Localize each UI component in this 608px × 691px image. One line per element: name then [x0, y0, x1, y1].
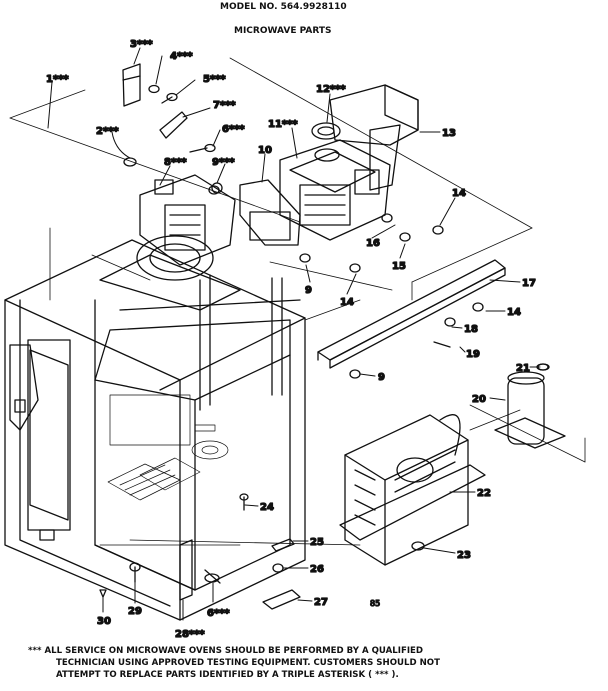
callout-23: 23: [457, 550, 471, 561]
waveguide-cover: [329, 84, 419, 191]
callout-2: 2***: [96, 126, 119, 137]
callout-11: 11***: [268, 119, 298, 130]
callout-14a: 14: [452, 188, 466, 199]
callout-14c: 14: [507, 307, 521, 318]
callout-15: 15: [392, 261, 406, 272]
callout-14b: 14: [340, 297, 354, 308]
hardware: [99, 84, 549, 610]
callout-1: 1***: [46, 74, 69, 85]
callout-27: 27: [314, 597, 328, 608]
callout-26: 26: [310, 564, 324, 575]
capacitor: [494, 363, 566, 449]
callout-9b: 9: [305, 285, 312, 296]
cavity-details: [107, 394, 229, 501]
leader-lines: [47, 47, 541, 621]
callout-9: 9***: [212, 157, 235, 168]
cross-rail: [317, 259, 506, 369]
bracket-7: [159, 111, 188, 139]
callout-30: 30: [97, 616, 111, 627]
callout-25: 25: [310, 537, 324, 548]
callout-6b: 6***: [207, 608, 230, 619]
warning-line-2: TECHNICIAN USING APPROVED TESTING EQUIPM…: [56, 658, 440, 668]
callout-4: 4***: [170, 51, 193, 62]
callout-22: 22: [477, 488, 491, 499]
callout-9c: 9: [378, 372, 385, 383]
callout-28: 28***: [175, 629, 205, 640]
callout-6: 6***: [222, 124, 245, 135]
callout-24: 24: [260, 502, 274, 513]
callout-7: 7***: [213, 100, 236, 111]
diagram-subtitle: MICROWAVE PARTS: [234, 26, 332, 36]
bracket-3: [122, 63, 141, 107]
reference-lines: [9, 57, 586, 546]
air-duct: [239, 179, 301, 246]
callout-5: 5***: [203, 74, 226, 85]
warning-line-3: ATTEMPT TO REPLACE PARTS IDENTIFIED BY A…: [56, 670, 399, 680]
callout-20: 20: [472, 394, 486, 405]
fan-motor-assembly: [99, 174, 241, 311]
gasket-ring: [311, 122, 341, 140]
callout-16: 16: [366, 238, 380, 249]
warning-line-1: *** ALL SERVICE ON MICROWAVE OVENS SHOUL…: [28, 646, 424, 656]
callout-19: 19: [466, 349, 480, 360]
callout-13: 13: [442, 128, 456, 139]
callout-21: 21: [516, 363, 530, 374]
transformer: [339, 414, 486, 566]
callout-10: 10: [258, 145, 272, 156]
diagram-code: 85: [370, 599, 380, 608]
model-number: MODEL NO. 564.9928110: [220, 2, 347, 12]
callout-8: 8***: [164, 157, 187, 168]
callout-3: 3***: [130, 39, 153, 50]
callout-12: 12***: [316, 84, 346, 95]
service-warning: *** ALL SERVICE ON MICROWAVE OVENS SHOUL…: [28, 645, 608, 681]
callout-29: 29: [128, 606, 142, 617]
callout-labels: 1*** 2*** 3*** 4*** 5*** 6*** 7*** 8*** …: [45, 38, 536, 640]
callout-17: 17: [522, 278, 536, 289]
callout-18: 18: [464, 324, 478, 335]
